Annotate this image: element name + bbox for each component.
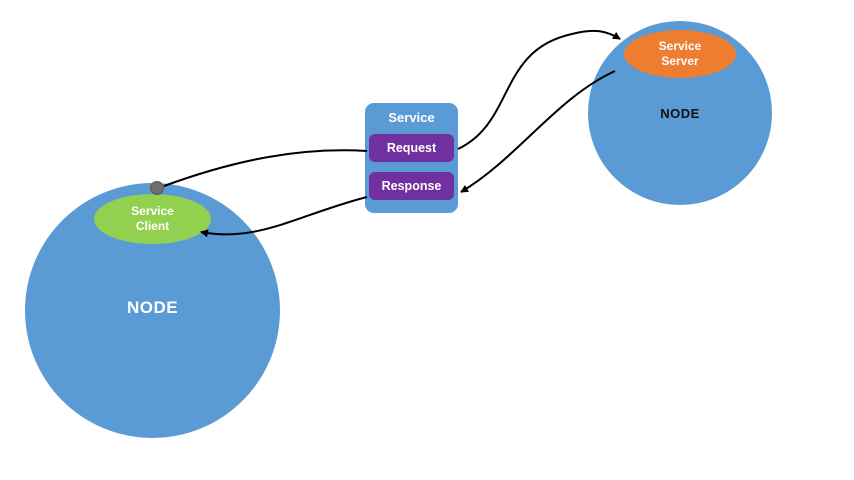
connection-dot bbox=[150, 181, 164, 195]
right-node-label: NODE bbox=[660, 106, 700, 121]
service-server-ellipse: Service Server bbox=[624, 30, 736, 78]
service-box-title: Service bbox=[388, 110, 435, 125]
service-server-label-line1: Service bbox=[658, 39, 702, 53]
left-node-label: NODE bbox=[126, 298, 179, 317]
service-client-ellipse: Service Client bbox=[94, 194, 211, 244]
service-client-label-line2: Client bbox=[135, 219, 170, 233]
service-box: Service Request Response bbox=[365, 103, 458, 213]
service-server-label-line2: Server bbox=[661, 54, 699, 68]
request-box: Request bbox=[369, 134, 454, 162]
service-client-label-line1: Service bbox=[131, 204, 174, 218]
arrow-client-to-request bbox=[163, 149, 368, 187]
response-box: Response bbox=[369, 172, 454, 200]
